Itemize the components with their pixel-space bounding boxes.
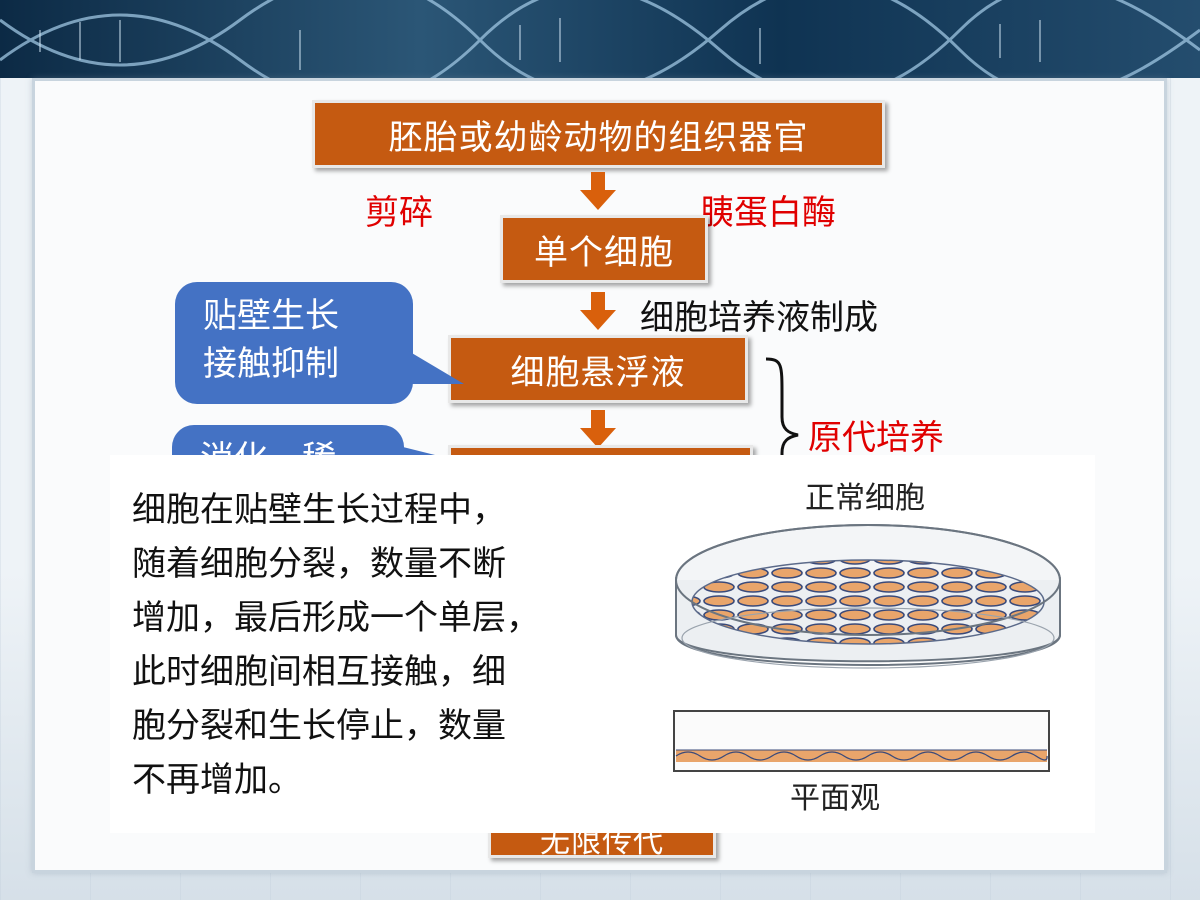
flow-arrow-2 [580, 292, 616, 330]
label-primary-culture: 原代培养 [808, 418, 944, 458]
side-view-illustration [673, 710, 1050, 772]
explanation-line: 随着细胞分裂，数量不断 [132, 544, 506, 584]
explanation-overlay: 细胞在贴壁生长过程中， 随着细胞分裂，数量不断 增加，最后形成一个单层， 此时细… [110, 455, 1095, 833]
label-mince: 剪碎 [365, 193, 433, 233]
diagram-label-normal-cells: 正常细胞 [805, 481, 925, 516]
diagram-label-plan-view: 平面观 [790, 781, 880, 816]
petri-dish-illustration [675, 524, 1061, 669]
explanation-paragraph: 细胞在贴壁生长过程中， 随着细胞分裂，数量不断 增加，最后形成一个单层， 此时细… [132, 483, 632, 807]
flow-step-single-cells: 单个细胞 [500, 215, 708, 283]
callout-adherent-growth: 贴壁生长 接触抑制 [175, 282, 413, 404]
explanation-line: 不再增加。 [132, 760, 302, 800]
explanation-line: 此时细胞间相互接触，细 [132, 652, 506, 692]
flow-step-suspension: 细胞悬浮液 [448, 335, 748, 403]
explanation-line: 增加，最后形成一个单层， [132, 598, 540, 638]
callout-pointer [400, 346, 464, 384]
dna-banner [0, 0, 1200, 78]
flow-arrow-1 [580, 172, 616, 210]
explanation-line: 细胞在贴壁生长过程中， [132, 490, 506, 530]
label-culture-medium: 细胞培养液制成 [640, 298, 878, 338]
flow-step-tissue: 胚胎或幼龄动物的组织器官 [312, 100, 885, 168]
label-trypsin: 胰蛋白酶 [700, 193, 836, 233]
flow-arrow-3 [580, 410, 616, 448]
explanation-line: 胞分裂和生长停止，数量 [132, 706, 506, 746]
dna-helix-icon [0, 0, 1200, 78]
